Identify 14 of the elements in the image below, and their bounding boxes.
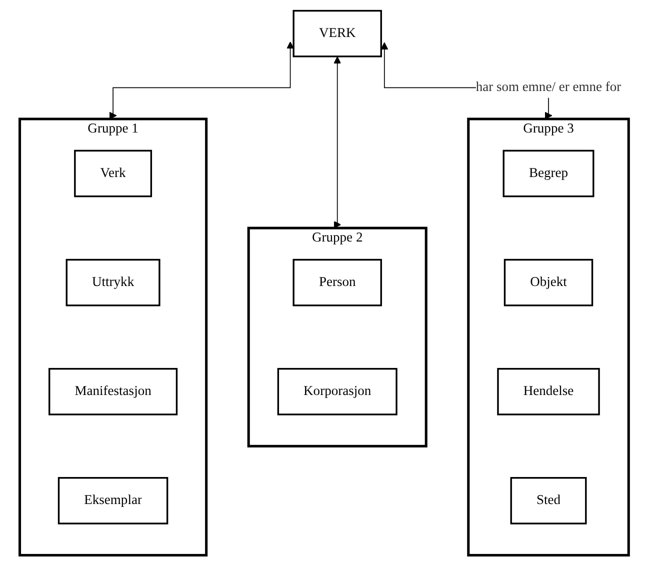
- node-box: Verk: [74, 150, 152, 198]
- node-box: Uttrykk: [66, 258, 160, 306]
- arrow: [109, 42, 294, 120]
- node-box: Sted: [510, 477, 587, 524]
- arrow: [333, 56, 341, 228]
- node-box: Eksemplar: [58, 477, 168, 524]
- node-box: Objekt: [504, 258, 593, 306]
- node-box: Korporasjon: [277, 368, 398, 416]
- node-box: VERK: [292, 10, 382, 58]
- node-box: Person: [292, 258, 382, 306]
- node-box: Begrep: [502, 150, 594, 198]
- edge-label: har som emne/ er emne for: [476, 80, 621, 94]
- node-box: Hendelse: [496, 368, 600, 416]
- node-box: Manifestasjon: [48, 368, 178, 416]
